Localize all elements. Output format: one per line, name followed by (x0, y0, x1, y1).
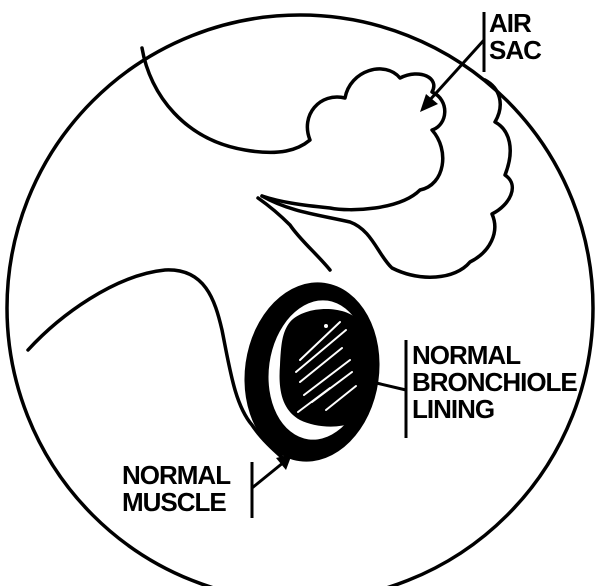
muscle-label: NORMAL MUSCLE (122, 462, 230, 516)
bronchiole-lining-label-line2: BRONCHIOLE (412, 369, 577, 396)
bronchiole-lining-label-line3: LINING (412, 396, 577, 423)
air-sac-upper-wall (142, 48, 445, 210)
bronchiole-lining-label: NORMAL BRONCHIOLE LINING (412, 342, 577, 423)
air-sac-label: AIR SAC (489, 10, 541, 64)
muscle-label-line1: NORMAL (122, 462, 230, 489)
muscle-arrow (252, 454, 292, 488)
air-sac-label-line1: AIR (489, 10, 541, 37)
air-sac-label-line2: SAC (489, 37, 541, 64)
muscle-label-line2: MUSCLE (122, 489, 230, 516)
bronchiole-lining-label-line1: NORMAL (412, 342, 577, 369)
air-sac-lower-lobe (262, 80, 512, 277)
